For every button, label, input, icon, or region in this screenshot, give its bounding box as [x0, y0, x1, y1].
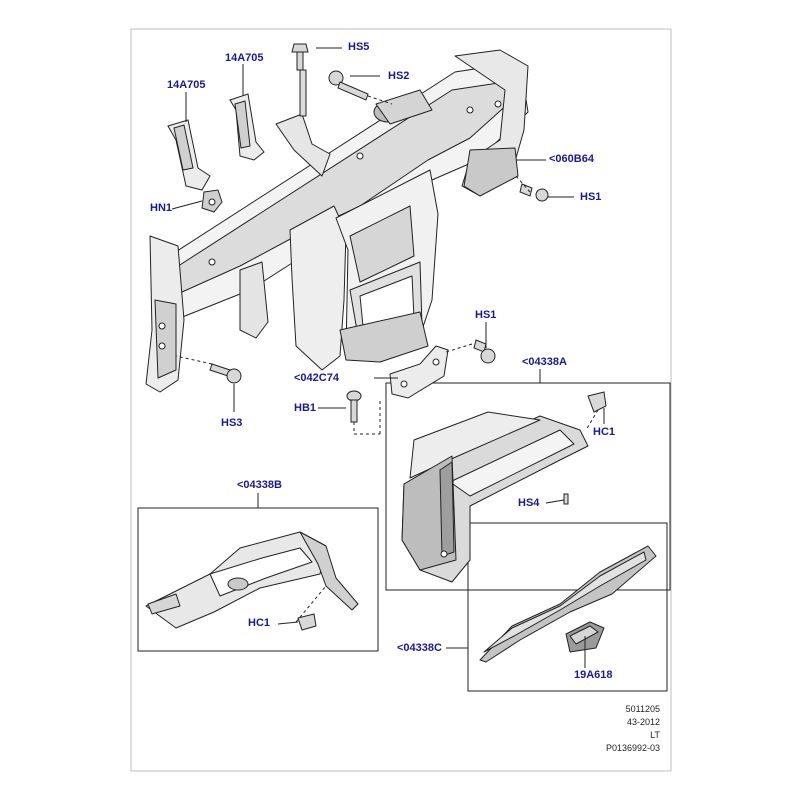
clip-hc1-right [587, 391, 607, 413]
group-box-04338c [467, 522, 668, 692]
illustration-id: P0136992-03 [605, 743, 660, 753]
callout-hs1-mid[interactable]: HS1 [475, 309, 497, 321]
bracket-14a705-left [167, 119, 211, 191]
fastener-hs5 [291, 43, 309, 71]
callout-042c74[interactable]: <042C74 [294, 372, 339, 384]
leader-lines [171, 47, 605, 668]
callout-hb1[interactable]: HB1 [294, 402, 317, 414]
reference-number: 5011205 [625, 704, 660, 714]
glovebox-door-04338c [479, 545, 657, 663]
callout-hs2[interactable]: HS2 [388, 70, 410, 82]
callout-04338b[interactable]: <04338B [237, 479, 282, 491]
fastener-hs1-top [519, 183, 549, 202]
fastener-hs2 [328, 70, 369, 101]
callout-hc1-right[interactable]: HC1 [593, 426, 616, 438]
group-box-04338a [385, 382, 671, 591]
fastener-hn1 [201, 189, 223, 213]
drawing-reference-block: 5011205 43-2012 LT P0136992-03 [560, 703, 660, 755]
callout-hs1-top[interactable]: HS1 [580, 191, 602, 203]
glovebox-assembly [401, 411, 589, 583]
callout-04338c[interactable]: <04338C [397, 642, 442, 654]
reference-code: LT [650, 730, 660, 740]
callout-hs3[interactable]: HS3 [221, 417, 243, 429]
callout-hs4[interactable]: HS4 [518, 497, 540, 509]
screw-hs4 [563, 493, 569, 505]
clip-hc1-left [297, 613, 317, 631]
fastener-hs3 [209, 363, 242, 384]
callout-hc1-left[interactable]: HC1 [248, 617, 271, 629]
bracket-042c74 [389, 345, 449, 399]
bracket-14a705-top [229, 93, 265, 161]
callout-19a618[interactable]: 19A618 [574, 669, 613, 681]
callout-14a705-left[interactable]: 14A705 [167, 79, 206, 91]
callout-hn1[interactable]: HN1 [150, 202, 173, 214]
callout-04338a[interactable]: <04338A [522, 356, 567, 368]
assembly-dash-lines [175, 70, 599, 623]
callout-hs5[interactable]: HS5 [348, 41, 370, 53]
lower-panel-04338b [145, 531, 359, 629]
fastener-hs1-mid [473, 339, 496, 364]
drawing-border [130, 28, 672, 772]
callout-14a705-top[interactable]: 14A705 [225, 52, 264, 64]
callout-060b64[interactable]: <060B64 [549, 153, 594, 165]
cross-car-beam [145, 49, 529, 393]
reference-date: 43-2012 [626, 717, 660, 727]
fastener-hb1 [346, 390, 362, 423]
